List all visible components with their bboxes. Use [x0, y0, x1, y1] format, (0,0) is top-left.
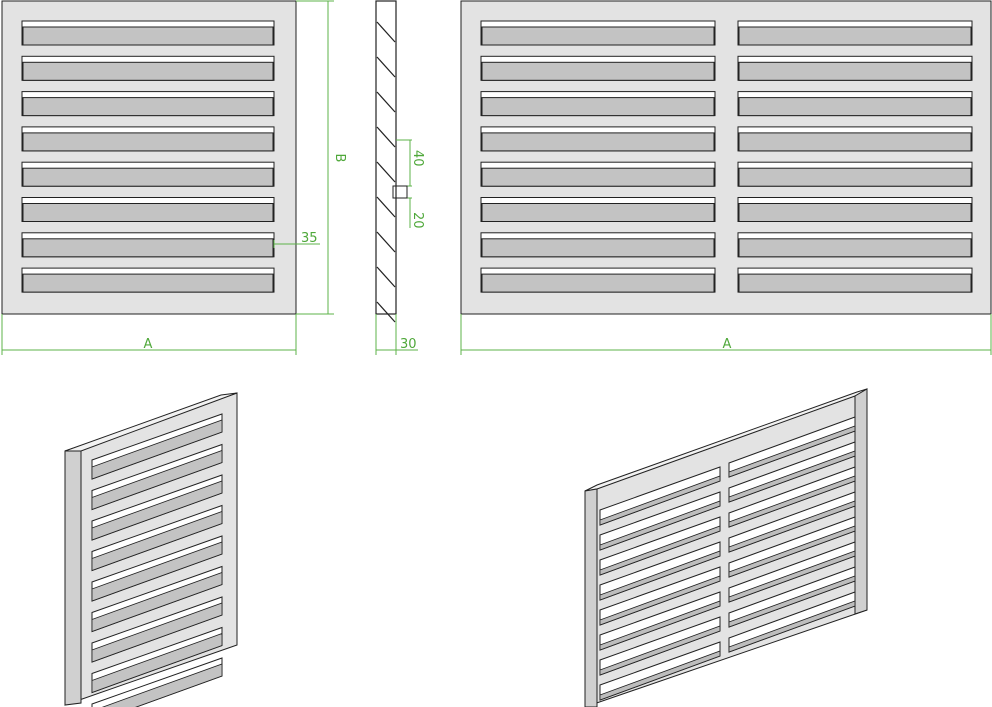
iso-blade — [91, 510, 223, 572]
blade-slot — [737, 197, 973, 222]
iso-blade — [599, 600, 721, 651]
dimension-width-double: A — [460, 314, 992, 355]
blade-slot — [737, 91, 973, 117]
single-frame — [1, 0, 297, 315]
iso-blade — [599, 475, 721, 526]
iso-blade — [101, 663, 223, 707]
iso-blade — [599, 525, 721, 576]
double-frame — [460, 0, 992, 315]
iso-blade — [91, 419, 223, 480]
double-blade-slots — [480, 20, 973, 293]
section-blade — [376, 301, 396, 323]
dimension-height: B — [296, 0, 347, 315]
blade-slot — [737, 55, 973, 81]
side-section-view: 40 20 30 — [375, 0, 425, 355]
frame-depth-label: 30 — [400, 337, 417, 352]
iso-blade — [728, 550, 856, 603]
blade-thickness-label: 20 — [410, 212, 425, 229]
section-blade — [376, 266, 396, 288]
blade-slot — [21, 55, 275, 81]
iso-blade — [728, 450, 856, 503]
iso-blade — [728, 600, 856, 653]
blade-slot — [737, 161, 973, 187]
blade-gap-label: 40 — [410, 150, 425, 167]
blade-slot — [21, 20, 275, 46]
blade-slot — [21, 161, 275, 187]
blade-slot — [480, 126, 716, 152]
blade-slot — [21, 232, 275, 258]
single-louver-front-view — [1, 0, 297, 315]
section-blade — [376, 161, 396, 183]
blade-slot — [21, 91, 275, 117]
iso-blade — [728, 425, 856, 478]
iso-double-blades — [599, 416, 856, 701]
section-blades — [376, 21, 396, 323]
double-louver-front-view — [460, 0, 992, 315]
iso-blade — [599, 575, 721, 626]
iso-blade — [728, 475, 856, 528]
iso-blade — [599, 650, 721, 701]
iso-blade — [91, 632, 223, 694]
wide-width-label: A — [723, 337, 732, 352]
iso-blade — [91, 602, 223, 663]
iso-blade — [91, 541, 223, 602]
blade-slot — [480, 55, 716, 81]
single-louver-isometric — [64, 392, 238, 707]
section-blade — [376, 231, 396, 253]
blade-slot — [737, 20, 973, 46]
iso-blade — [91, 571, 223, 633]
frame-margin-label: 35 — [301, 231, 318, 246]
width-label: A — [144, 337, 153, 352]
blade-slot — [21, 126, 275, 152]
blade-slot — [480, 91, 716, 117]
iso-blade — [728, 500, 856, 553]
dimension-width-single: A — [1, 314, 297, 355]
height-label: B — [332, 154, 347, 163]
iso-blade — [599, 500, 721, 551]
iso-blade — [599, 550, 721, 601]
section-blade — [376, 126, 396, 148]
blade-slot — [737, 126, 973, 152]
iso-blade — [91, 480, 223, 541]
blade-slot — [737, 267, 973, 293]
blade-slot — [480, 20, 716, 46]
section-blade — [376, 196, 396, 218]
dimension-frame-margin: 35 — [273, 231, 320, 248]
blade-slot — [480, 267, 716, 293]
blade-slot — [480, 232, 716, 258]
section-blade — [376, 56, 396, 78]
iso-single-blades — [91, 413, 223, 707]
section-profile — [375, 0, 397, 315]
blade-slot — [480, 197, 716, 222]
double-louver-isometric — [584, 388, 868, 707]
blade-slot — [737, 232, 973, 258]
iso-blade — [728, 525, 856, 578]
blade-slot — [21, 197, 275, 222]
iso-blade — [728, 575, 856, 628]
blade-slot — [480, 161, 716, 187]
single-blade-slots — [21, 20, 275, 293]
iso-blade — [599, 625, 721, 676]
section-blade — [376, 91, 396, 113]
blade-slot — [21, 267, 275, 293]
iso-blade — [91, 449, 223, 511]
section-blade — [376, 21, 396, 43]
